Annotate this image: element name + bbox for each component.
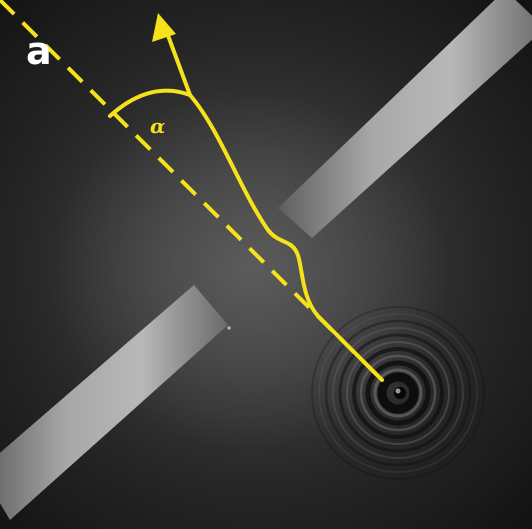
angle-label: α [150,114,165,138]
trajectory-curve [164,28,384,382]
arrow-head-icon [152,13,176,42]
speck [227,326,231,330]
diffraction-rings-light [318,313,478,473]
particle [394,387,406,399]
particle-highlight [395,388,401,394]
electrode-lower-left [0,285,228,520]
diffraction-rings [311,306,485,480]
panel-letter: a [26,29,52,73]
electrode-upper-right [278,0,532,238]
angle-arc [108,88,192,118]
